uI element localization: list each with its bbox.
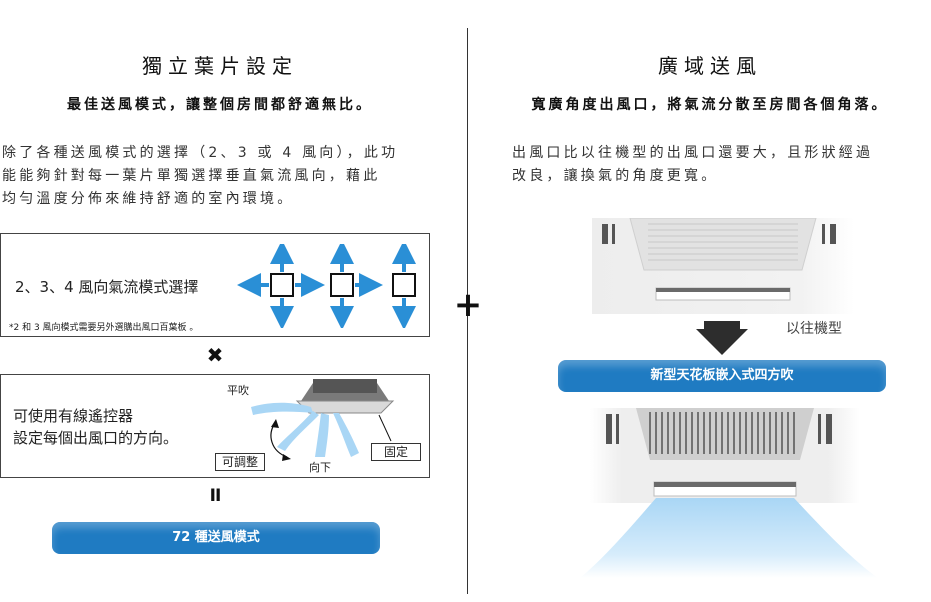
plus-icon: +: [453, 285, 483, 325]
airflow-direction-icons: [237, 244, 416, 328]
three-way-icon: [330, 244, 383, 328]
remote-text-line: 設定每個出風口的方向。: [13, 429, 179, 447]
fixed-tag: 固定: [371, 443, 422, 461]
left-body: 除了各種送風模式的選擇（2、3 或 4 風向），此功 能能夠針對每一葉片單獨選擇…: [2, 142, 442, 211]
left-subtitle: 最佳送風模式，讓整個房間都舒適無比。: [67, 97, 373, 113]
four-way-icon: [237, 244, 325, 328]
new-model-pill: 新型天花板嵌入式四方吹: [558, 360, 886, 392]
left-title: 獨立葉片設定: [142, 54, 298, 78]
right-body-line: 出風口比以往機型的出風口還要大，且形狀經過: [512, 145, 874, 161]
remote-control-text: 可使用有線遙控器 設定每個出風口的方向。: [13, 405, 178, 449]
cassette-unit-illustration: [251, 379, 395, 461]
left-body-line: 能能夠針對每一葉片單獨選擇垂直氣流風向，藉此: [2, 168, 381, 184]
downward-flow-label: 向下: [309, 461, 331, 474]
equals-icon: II: [209, 486, 222, 506]
adjustable-tag: 可調整: [215, 453, 266, 471]
remote-control-box: 可使用有線遙控器 設定每個出風口的方向。 平吹 向下 可調整 固定: [0, 374, 430, 478]
airflow-mode-box: 2、3、4 風向氣流模式選擇 *2 和 3 風向模式需要另外選購出風口百葉板 。: [0, 233, 430, 337]
center-divider: [467, 28, 468, 594]
right-subtitle: 寬廣角度出風口，將氣流分散至房間各個角落。: [531, 97, 889, 113]
right-body: 出風口比以往機型的出風口還要大，且形狀經過 改良，讓換氣的角度更寬。: [512, 142, 927, 188]
airflow-mode-label: 2、3、4 風向氣流模式選擇: [15, 278, 199, 296]
flat-flow-label: 平吹: [227, 384, 249, 397]
new-model-illustration: [580, 408, 878, 578]
left-body-line: 除了各種送風模式的選擇（2、3 或 4 風向），此功: [2, 145, 399, 161]
times-icon: ✖: [206, 343, 224, 367]
two-way-icon: [392, 244, 416, 328]
left-body-line: 均勻溫度分佈來維持舒適的室內環境。: [2, 191, 295, 207]
old-model-label: 以往機型: [786, 321, 842, 337]
right-body-line: 改良，讓換氣的角度更寬。: [512, 168, 719, 184]
airflow-mode-note: *2 和 3 風向模式需要另外選購出風口百葉板 。: [9, 323, 199, 333]
down-arrow-icon: [696, 321, 748, 355]
remote-text-line: 可使用有線遙控器: [13, 407, 134, 425]
result-pill: 72 種送風模式: [52, 522, 380, 554]
right-title: 廣域送風: [658, 54, 762, 78]
old-model-illustration: [592, 218, 854, 314]
